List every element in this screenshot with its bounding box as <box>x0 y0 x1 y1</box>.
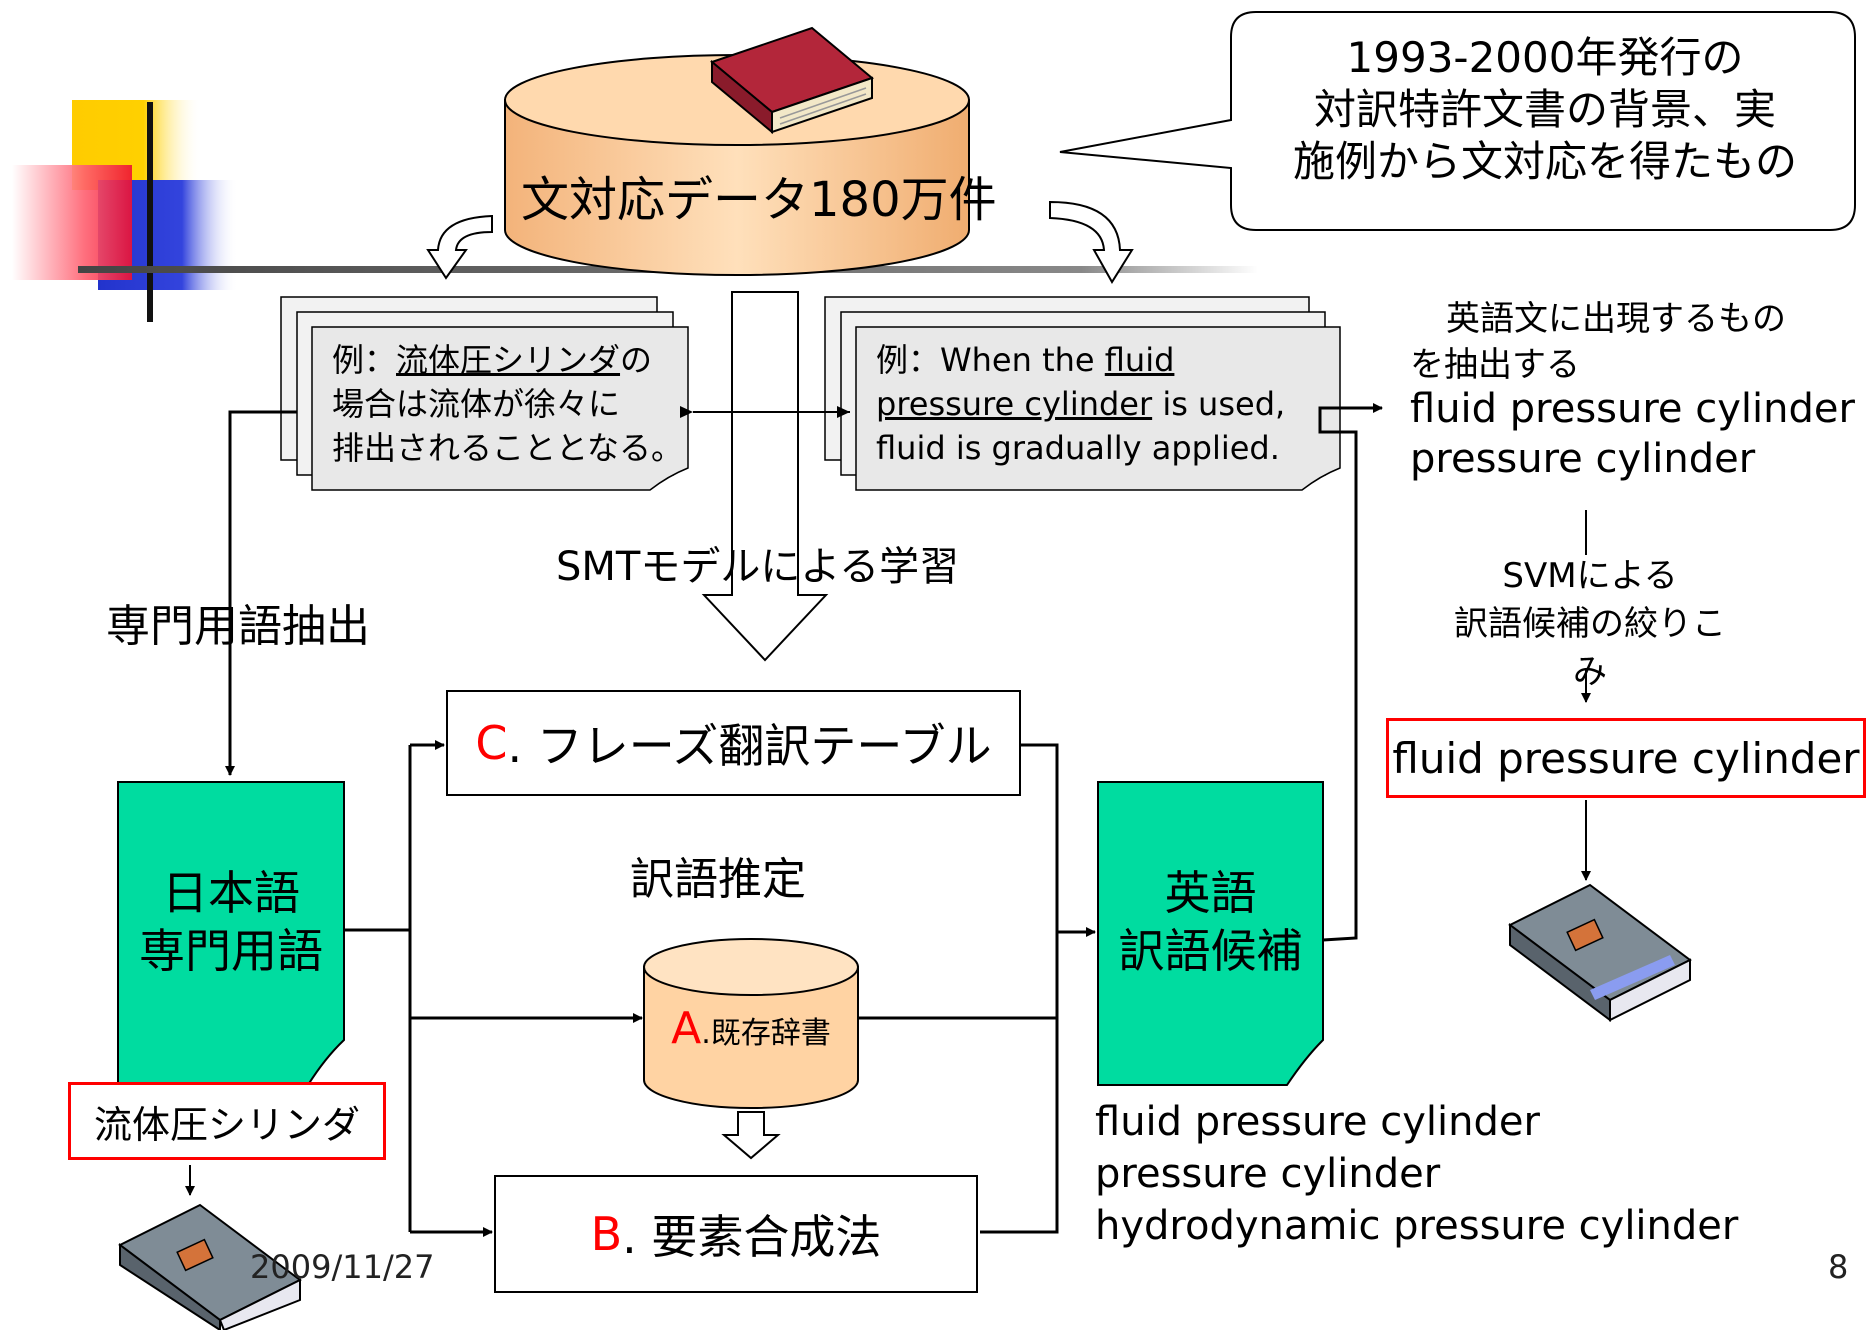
en-document-stack <box>824 296 1341 491</box>
page-number: 8 <box>1828 1248 1849 1286</box>
extracted-item: fluid pressure cylinder <box>1410 386 1855 432</box>
jp-document-stack <box>280 296 689 491</box>
en-example-term-2: pressure cylinder <box>876 385 1153 423</box>
candidate-item: pressure cylinder <box>1095 1151 1441 1197</box>
callout-line-1: 1993-2000年発行の <box>1346 33 1744 82</box>
jp-term-line-1: 日本語 <box>162 866 300 920</box>
corpus-label: 文対応データ180万件 <box>521 172 997 228</box>
jp-result-text: 流体圧シリンダ <box>93 1102 360 1147</box>
extracted-item: pressure cylinder <box>1410 436 1756 482</box>
connectors <box>185 403 1591 1237</box>
jp-result-box: 流体圧シリンダ <box>68 1082 386 1160</box>
extracted-list: fluid pressure cylinder pressure cylinde… <box>1410 384 1855 484</box>
smt-learning-label: SMTモデルによる学習 <box>556 544 960 590</box>
smt-learning-arrow <box>701 291 829 662</box>
callout-line-2: 対訳特許文書の背景、実 <box>1313 85 1776 134</box>
footer-date: 2009/11/27 <box>250 1248 435 1286</box>
book-icon-left <box>118 1203 302 1330</box>
jp-example-line-2: 場合は流体が徐々に <box>332 385 621 423</box>
en-extract-line-2: を抽出する <box>1410 345 1580 385</box>
method-a-label: .既存辞書 <box>701 1016 831 1051</box>
small-down-arrow <box>721 1111 781 1160</box>
estimation-label: 訳語推定 <box>630 854 806 905</box>
curved-arrow-left <box>426 214 493 280</box>
en-cand-line-2: 訳語候補 <box>1118 924 1303 978</box>
method-b-letter: B <box>590 1207 623 1261</box>
method-a-letter: A <box>671 1003 702 1054</box>
candidate-list: fluid pressure cylinder pressure cylinde… <box>1095 1096 1738 1252</box>
curved-arrow-right <box>1049 200 1134 284</box>
jp-term-doc-label: 日本語 専門用語 <box>118 864 344 980</box>
jp-example-prefix: 例： <box>332 341 397 379</box>
method-a-label-wrap: A.既存辞書 <box>644 1003 858 1054</box>
jp-example-term: 流体圧シリンダ <box>396 341 621 379</box>
jp-example-rest: の <box>620 341 653 379</box>
en-cand-doc-label: 英語 訳語候補 <box>1098 864 1323 980</box>
jp-term-line-2: 専門用語 <box>139 924 323 978</box>
candidate-item: hydrodynamic pressure cylinder <box>1095 1203 1739 1249</box>
en-result-text: fluid pressure cylinder <box>1392 733 1860 783</box>
svm-line-1: SVMによる <box>1502 556 1678 596</box>
red-book-icon <box>709 26 875 135</box>
book-icon-right <box>1508 883 1692 1022</box>
method-c-letter: C <box>475 716 508 770</box>
jp-example-line-3: 排出されることとなる。 <box>332 429 684 467</box>
en-example-prefix: 例：When the <box>876 341 1105 379</box>
svm-note: SVMによる 訳語候補の絞りこみ <box>1440 552 1740 696</box>
jp-example-text: 例：流体圧シリンダの 場合は流体が徐々に 排出されることとなる。 <box>332 338 683 470</box>
en-example-text: 例：When the fluid pressure cylinder is us… <box>876 338 1285 470</box>
callout-line-3: 施例から文対応を得たもの <box>1292 137 1797 186</box>
term-extraction-label: 専門用語抽出 <box>106 601 370 652</box>
en-result-box: fluid pressure cylinder <box>1386 718 1866 798</box>
method-b-label: . 要素合成法 <box>622 1210 882 1264</box>
en-cand-doc-shape <box>1097 781 1324 1086</box>
en-example-rest: is used, <box>1152 385 1286 423</box>
dictionary-cylinder <box>643 938 859 1109</box>
en-extract-note: 英語文に出現するもの を抽出する <box>1410 296 1786 388</box>
method-c-box: C. フレーズ翻訳テーブル <box>446 690 1021 796</box>
svm-line-2: 訳語候補の絞りこみ <box>1454 604 1726 692</box>
method-b-box: B. 要素合成法 <box>494 1175 978 1293</box>
en-example-line-3: fluid is gradually applied. <box>876 429 1280 467</box>
candidate-item: fluid pressure cylinder <box>1095 1099 1540 1145</box>
en-extract-line-1: 英語文に出現するもの <box>1446 299 1786 339</box>
callout-bubble-shape <box>1059 11 1856 231</box>
en-example-term-1: fluid <box>1104 341 1175 379</box>
callout-text: 1993-2000年発行の 対訳特許文書の背景、実 施例から文対応を得たもの <box>1240 32 1850 188</box>
method-c-label: . フレーズ翻訳テーブル <box>507 719 992 773</box>
en-cand-line-1: 英語 <box>1164 866 1257 920</box>
